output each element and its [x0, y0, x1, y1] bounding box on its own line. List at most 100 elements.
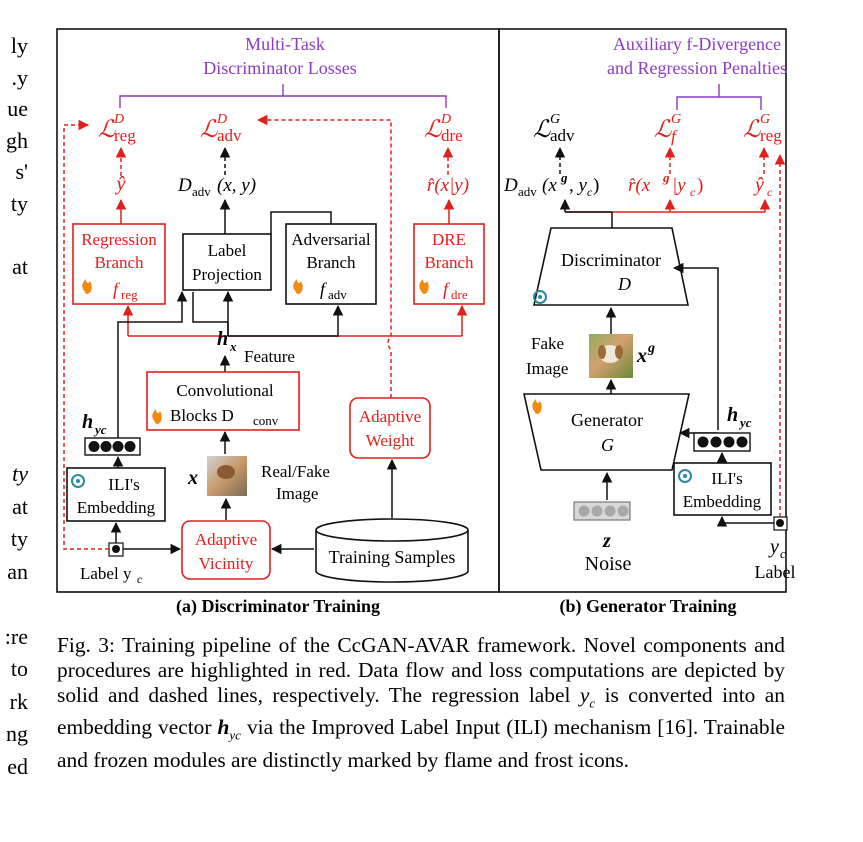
svg-text:c: c [767, 185, 773, 199]
margin-line: y. [11, 64, 29, 90]
svg-text:f: f [320, 279, 328, 299]
svg-text:G: G [671, 112, 681, 127]
b-hyc-label: h yc [727, 404, 752, 430]
svg-text:f: f [671, 127, 678, 146]
b-discriminator-d: D [617, 274, 631, 294]
svg-text:D: D [440, 112, 451, 127]
svg-text:dre: dre [451, 287, 468, 302]
svg-text:, y: , y [569, 175, 588, 196]
f-adv-label: f adv [320, 279, 347, 302]
b-dadv-output: D adv (x g , y c ) [503, 170, 599, 199]
svg-text:adv: adv [217, 126, 242, 145]
margin-line: 's [15, 159, 28, 184]
a-label-node [112, 545, 120, 553]
b-discriminator-label: Discriminator [561, 250, 661, 270]
flame-icon [532, 399, 542, 414]
frost-icon [533, 290, 547, 304]
frost-icon [71, 474, 85, 488]
regression-branch-label-2: Branch [94, 253, 144, 272]
caption-yc: y [579, 683, 590, 707]
b-brace [676, 84, 762, 110]
b-loss-adv: ℒ G adv [533, 112, 575, 145]
b-hyc-to-disc [672, 262, 719, 430]
svg-text:adv: adv [518, 184, 537, 199]
svg-text:): ) [697, 175, 703, 196]
a-dadv-output: D adv (x, y) [177, 175, 256, 199]
margin-line: re: [4, 623, 28, 649]
margin-line: ty [10, 190, 28, 216]
b-generator-label: Generator [571, 410, 643, 430]
adaptive-weight-label-2: Weight [366, 431, 415, 450]
panel-b-frame [498, 28, 787, 593]
left-margin-text: ly y. ue gh 's ty at [0, 30, 28, 282]
a-bus-to-adv [228, 304, 344, 337]
svg-text:(x: (x [542, 175, 557, 196]
svg-text:x: x [229, 339, 237, 354]
flame-icon [293, 279, 303, 294]
adaptive-weight-label-1: Adaptive [359, 407, 421, 426]
svg-text:Label y: Label y [80, 564, 132, 583]
svg-text:c: c [587, 185, 593, 199]
svg-text:conv: conv [253, 413, 279, 428]
training-samples-label: Training Samples [329, 547, 456, 567]
caption-part-1: Fig. 3: Training pipeline of the CcGAN-A… [57, 633, 785, 707]
b-rhat-output: r̂(x g |y c ) [628, 170, 703, 199]
panel-a-title: (a) Discriminator Training [176, 596, 380, 617]
svg-text:g: g [662, 170, 670, 185]
caption-h: h [217, 715, 230, 740]
a-hyc-label: h yc [82, 411, 107, 437]
b-yhat-output: ŷ c [753, 174, 773, 199]
adaptive-vicinity-box [181, 520, 271, 580]
a-loss-dre: ℒ D dre [424, 112, 463, 145]
a-label-yc: Label y c [80, 564, 143, 586]
margin-line: an [7, 558, 28, 584]
adaptive-vicinity-label-1: Adaptive [195, 530, 257, 549]
svg-text:c: c [137, 572, 143, 586]
b-generator-g: G [601, 435, 614, 455]
a-label-to-reg-loss [63, 119, 109, 550]
svg-text:D: D [216, 112, 227, 127]
svg-text:|y: |y [672, 175, 686, 196]
b-discriminator-box [533, 227, 689, 306]
conv-blocks-box [146, 371, 300, 431]
b-loss-f: ℒ G f [654, 112, 681, 146]
panel-b-title: (b) Generator Training [560, 596, 737, 617]
caption-part-3: via the Improved Label Input (ILI) mecha… [57, 715, 786, 772]
svg-text:f: f [443, 279, 451, 299]
dre-branch-label-1: DRE [432, 230, 466, 249]
a-ili-label-1: ILI's [108, 475, 139, 494]
b-hyc-vector [693, 432, 751, 452]
svg-text:x: x [636, 345, 647, 367]
adversarial-branch-label-1: Adversarial [291, 230, 371, 249]
a-top-label-2: Discriminator Losses [203, 58, 356, 78]
svg-text:ℒ: ℒ [424, 117, 442, 143]
margin-line: to [10, 656, 28, 681]
b-ili-label-2: Embedding [683, 492, 762, 511]
flame-icon [152, 409, 162, 424]
conv-blocks-label-1: Convolutional [176, 381, 274, 400]
a-x-label: x [187, 467, 198, 489]
caption-text: Fig. 3: Training pipeline of the CcGAN-A… [57, 633, 785, 773]
svg-text:ℒ: ℒ [654, 117, 672, 143]
svg-text:): ) [593, 175, 599, 196]
f-dre-label: f dre [443, 279, 468, 302]
margin-line: ly [10, 33, 28, 58]
left-margin-text-lower: ty at ty an re: to rk ng ed [0, 458, 28, 783]
svg-text:h: h [217, 328, 228, 350]
figure-caption: Fig. 3: Training pipeline of the CcGAN-A… [57, 633, 785, 773]
a-brace [119, 84, 447, 108]
svg-text:c: c [780, 546, 786, 561]
label-projection-box [182, 233, 272, 291]
caption-h-sub: yc [229, 727, 241, 743]
regression-branch-label-1: Regression [81, 230, 157, 249]
a-yhat: ŷ [115, 173, 126, 195]
svg-text:yc: yc [738, 415, 752, 430]
svg-text:D: D [177, 175, 192, 196]
svg-text:ℒ: ℒ [533, 117, 551, 143]
b-noise-label: Noise [585, 553, 632, 575]
svg-text:G: G [550, 112, 560, 127]
margin-line: gh [6, 127, 28, 153]
margin-line: ty [10, 526, 28, 551]
adaptive-weight-box [349, 397, 431, 459]
a-loss-adv: ℒ D adv [200, 112, 242, 145]
